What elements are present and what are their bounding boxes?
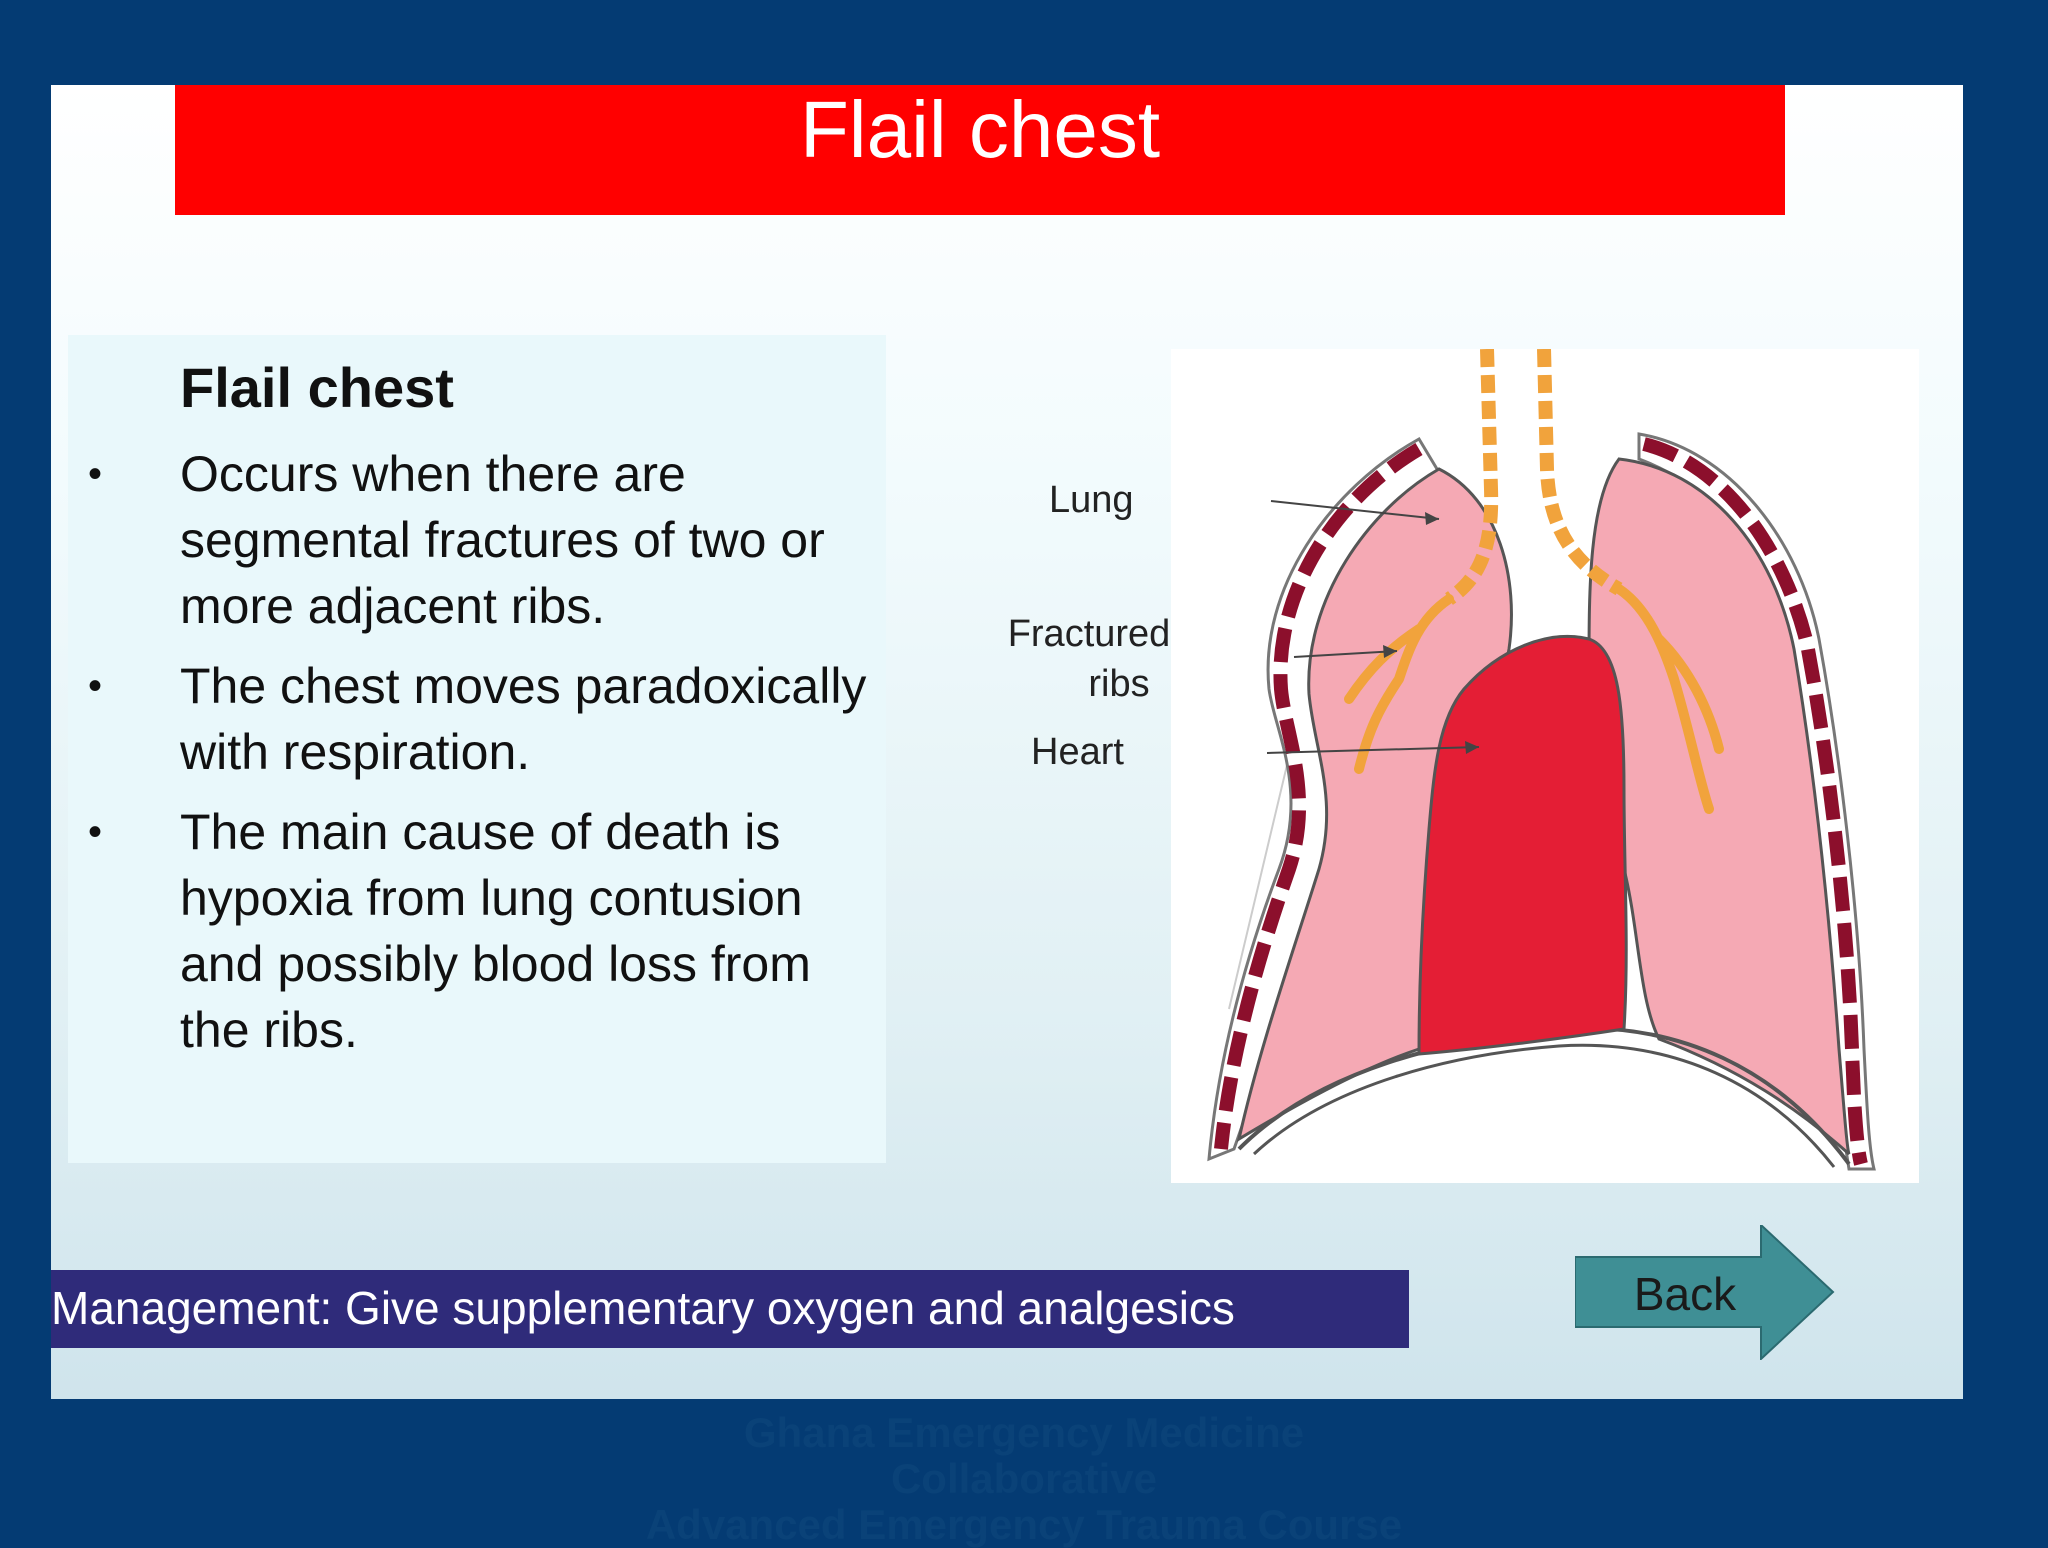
label-fractured-ribs: Fractured ribs xyxy=(989,609,1189,709)
title-bar: Flail chest xyxy=(175,85,1785,215)
bullet-item: • The chest moves paradoxically with res… xyxy=(88,653,878,785)
footer-line3: Advanced Emergency Trauma Course xyxy=(645,1501,1403,1548)
label-fractured-ribs-line2: ribs xyxy=(1088,663,1150,705)
back-arrow-icon xyxy=(1574,1222,1835,1362)
trachea-left xyxy=(1444,349,1499,605)
footer-line2: Collaborative xyxy=(890,1455,1158,1502)
ribs-arrow-head xyxy=(1383,645,1397,658)
bullet-item: • Occurs when there are segmental fractu… xyxy=(88,441,878,639)
bullet-dot: • xyxy=(88,664,103,708)
bullet-dot: • xyxy=(88,452,103,496)
management-text: Management: Give supplementary oxygen an… xyxy=(51,1282,1235,1334)
chest-diagram: Lung Fractured ribs Heart xyxy=(1008,349,1919,1269)
right-lung xyxy=(1587,457,1851,1156)
edge-line xyxy=(1228,722,1298,1010)
slide: Flail chest Flail chest • Occurs when th… xyxy=(51,85,1963,1399)
heart-arrow xyxy=(1266,746,1480,754)
left-bronchi xyxy=(1344,594,1454,774)
slide-title: Flail chest xyxy=(799,85,1161,174)
footer-line1: Ghana Emergency Medicine xyxy=(743,1409,1305,1456)
label-fractured-ribs-line1: Fractured xyxy=(1007,613,1171,655)
bullet-item: • The main cause of death is hypoxia fro… xyxy=(88,799,878,1063)
heart xyxy=(1417,634,1628,1056)
bullet-list: • Occurs when there are segmental fractu… xyxy=(88,441,878,1077)
bullet-text: Occurs when there are segmental fracture… xyxy=(180,446,825,634)
bullet-text: The main cause of death is hypoxia from … xyxy=(180,804,811,1058)
text-panel: Flail chest • Occurs when there are segm… xyxy=(68,335,886,1163)
lung-arrow xyxy=(1270,500,1440,520)
lung-arrow-head xyxy=(1425,512,1439,525)
diaphragm-inner xyxy=(1252,1043,1836,1168)
ribs-arrow xyxy=(1293,650,1398,658)
label-lung: Lung xyxy=(1049,479,1134,521)
bullet-dot: • xyxy=(88,810,103,854)
chest-illustration xyxy=(1207,349,1876,1171)
bullet-text: The chest moves paradoxically with respi… xyxy=(180,658,867,780)
trachea-right xyxy=(1537,349,1623,596)
label-heart: Heart xyxy=(1031,731,1124,773)
footer: Ghana Emergency Medicine Collaborative A… xyxy=(0,1410,2048,1548)
right-ribs xyxy=(1642,437,1868,1166)
heart-arrow-head xyxy=(1465,741,1479,754)
back-button[interactable]: Back xyxy=(1574,1222,1835,1362)
back-label: Back xyxy=(1633,1268,1737,1320)
right-bronchi xyxy=(1614,584,1724,814)
management-bar: Management: Give supplementary oxygen an… xyxy=(51,1270,1409,1348)
text-heading: Flail chest xyxy=(180,356,454,419)
left-ribs xyxy=(1214,442,1423,1150)
